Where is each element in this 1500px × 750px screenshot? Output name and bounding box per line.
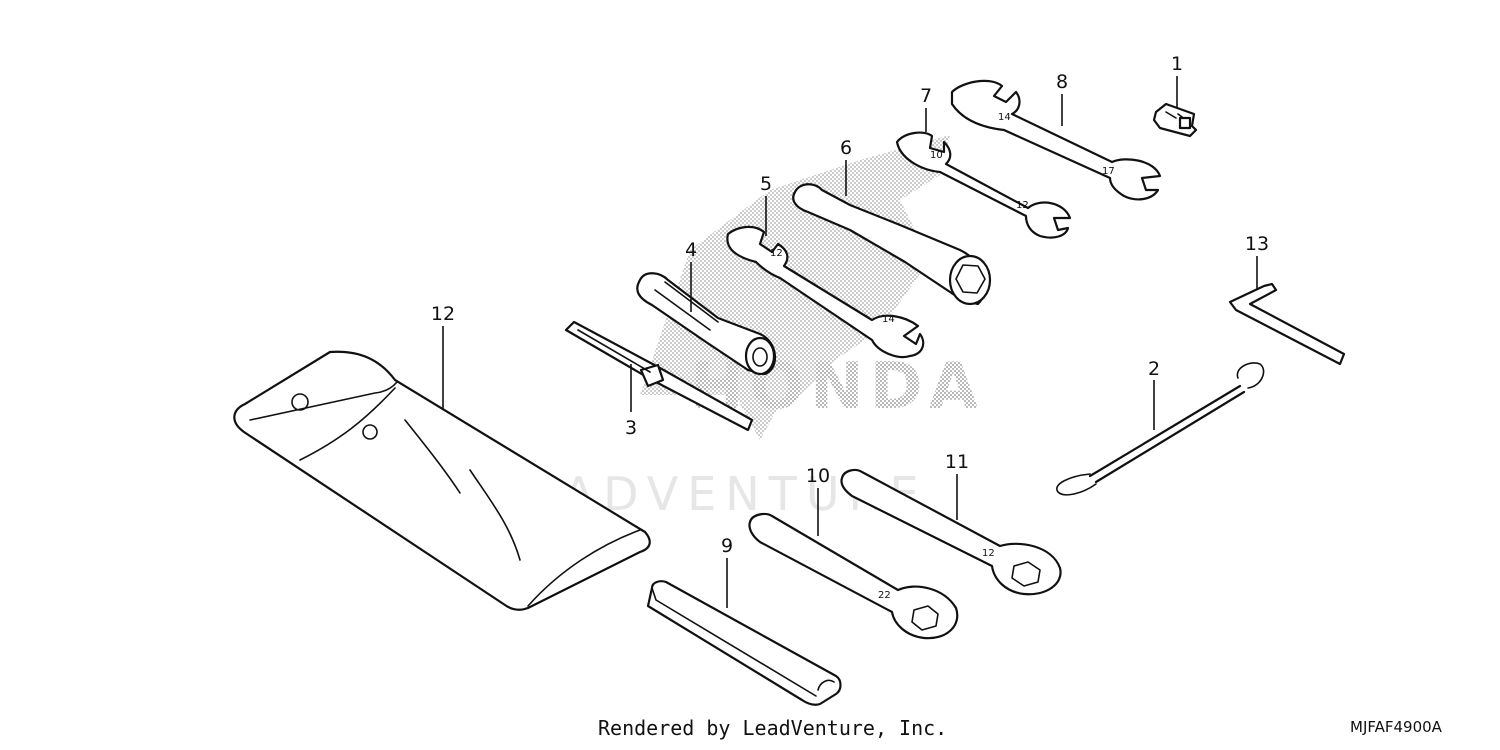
clip-icon <box>1152 102 1198 138</box>
grip-wire-icon <box>1056 362 1265 496</box>
callout-7: 7 <box>920 85 932 107</box>
wrench10-size-22: 22 <box>878 590 891 601</box>
leader-lines <box>442 76 1258 608</box>
wrench5-size-12: 12 <box>770 248 783 259</box>
box-wrench-icon: 12 <box>840 468 1062 596</box>
callout-4: 4 <box>685 239 697 261</box>
callout-11: 11 <box>945 451 969 473</box>
callout-1: 1 <box>1171 53 1183 75</box>
wrench7-size-12: 12 <box>1016 200 1029 211</box>
diagram-code: MJFAF4900A <box>1350 718 1442 736</box>
screwdriver-icon <box>564 320 754 432</box>
wrench7-size-10: 10 <box>930 150 943 161</box>
wrench5-size-14: 14 <box>882 314 895 325</box>
hex-key-icon <box>1228 282 1346 366</box>
callout-6: 6 <box>840 137 852 159</box>
spark-plug-socket-icon <box>792 183 992 306</box>
open-end-wrench-icon: 14 17 <box>950 79 1162 201</box>
wrench11-size-12: 12 <box>982 548 995 559</box>
callout-2: 2 <box>1148 358 1160 380</box>
callout-10: 10 <box>806 465 830 487</box>
callout-9: 9 <box>721 535 733 557</box>
tool-bag-icon <box>233 350 651 611</box>
wrench8-size-17: 17 <box>1102 166 1115 177</box>
callout-13: 13 <box>1245 233 1269 255</box>
open-end-wrench-icon: 12 14 <box>726 225 925 359</box>
box-wrench-icon: 22 <box>748 512 959 640</box>
callout-5: 5 <box>760 173 772 195</box>
callout-3: 3 <box>625 417 637 439</box>
wrench8-size-14: 14 <box>998 112 1011 123</box>
callout-labels: 1 2 3 4 5 6 7 8 9 10 11 12 13 <box>431 53 1269 557</box>
handle-bar-icon <box>646 580 842 706</box>
socket-wrench-icon <box>636 272 776 376</box>
callout-12: 12 <box>431 303 455 325</box>
render-credit: Rendered by LeadVenture, Inc. <box>598 716 948 740</box>
open-end-wrench-icon: 10 12 <box>895 131 1072 239</box>
callout-8: 8 <box>1056 71 1068 93</box>
